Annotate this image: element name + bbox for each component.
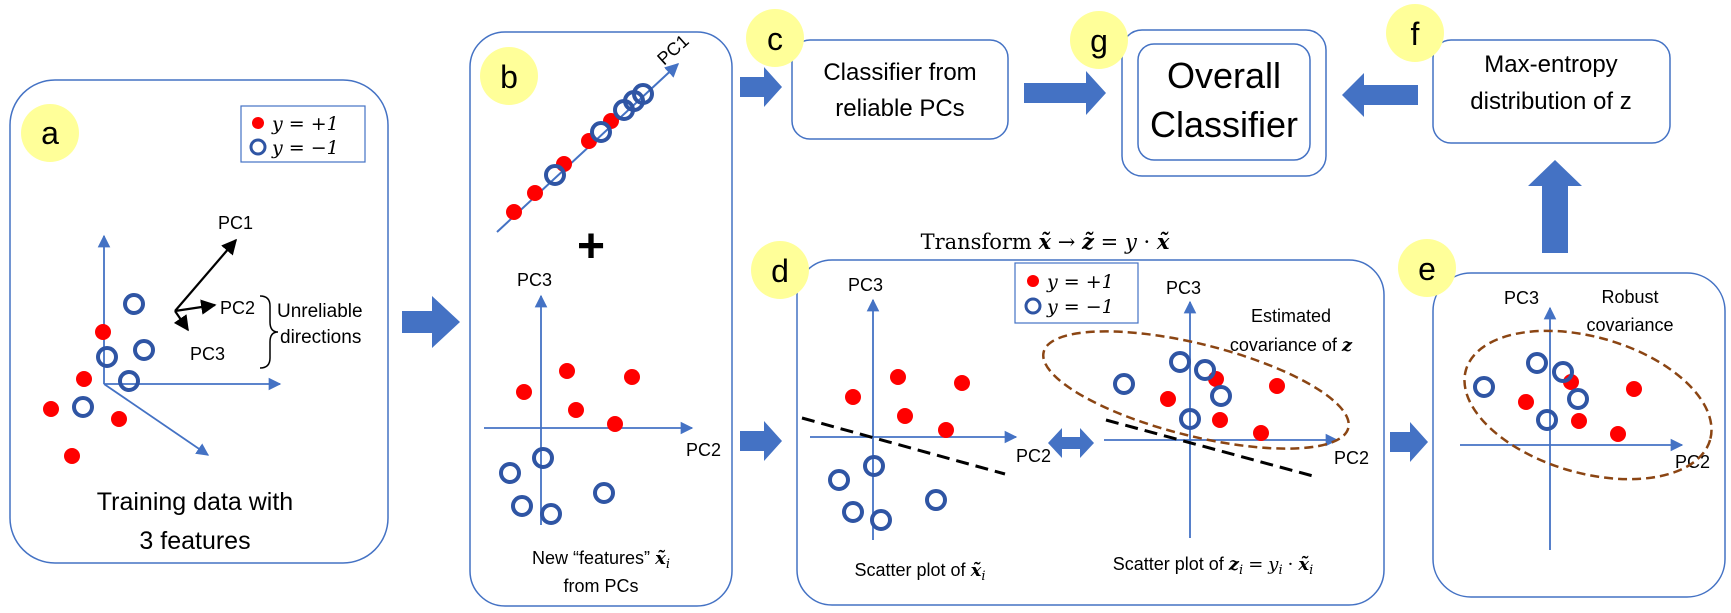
panel-b-pc2-label: PC2: [686, 440, 721, 460]
panel-g-badge-label: g: [1090, 23, 1108, 59]
arrow-b-to-d: [740, 421, 782, 461]
panel-d-right-separator: [1105, 418, 1314, 478]
panel-b-badge-label: b: [500, 59, 518, 95]
pc2-label: PC2: [220, 298, 255, 318]
panel-b-caption-2: from PCs: [563, 576, 638, 596]
panel-a-box: [9, 79, 389, 564]
panel-a-badge-label: a: [41, 115, 59, 151]
legend-pos-label: y = +1: [271, 113, 339, 135]
arrow-f-to-g: [1342, 73, 1418, 117]
robust-covariance-ellipse: [1463, 329, 1713, 481]
panel-e-pc3-label: PC3: [1504, 288, 1539, 308]
panel-f-line-2: distribution of z: [1470, 88, 1631, 115]
panel-f-badge-label: f: [1411, 16, 1420, 52]
panel-f: f Max-entropy distribution of z: [1386, 4, 1671, 144]
plus-sign: +: [577, 220, 605, 273]
panel-d-badge: [751, 241, 809, 299]
panel-f-box: [1432, 39, 1671, 144]
estimated-covariance-ellipse: [1042, 330, 1350, 450]
panel-a-axes: [97, 234, 282, 456]
panel-d-left-separator: [801, 416, 1006, 476]
panel-g: g Overall Classifier: [1070, 11, 1327, 177]
panel-a-legend: [240, 105, 366, 163]
panel-d-box: [796, 259, 1385, 606]
robust-label-1: Robust: [1601, 287, 1658, 307]
arrow-a-to-b: [402, 296, 460, 348]
panel-d-left-pc3-label: PC3: [848, 275, 883, 295]
panel-d-right-pc2-label: PC2: [1334, 448, 1369, 468]
pc1-label: PC1: [218, 213, 253, 233]
robust-label-2: covariance: [1586, 315, 1673, 335]
panel-g-badge: [1070, 11, 1128, 69]
panel-b-scatter-points: [499, 363, 640, 525]
panel-a-caption-1: Training data with: [97, 488, 293, 516]
unreliable-label-2: directions: [280, 327, 361, 348]
panel-c: c Classifier from reliable PCs: [746, 9, 1009, 140]
panel-b-caption-1: New “features” x̃i: [532, 548, 670, 572]
panel-c-line-1: Classifier from: [823, 59, 976, 86]
panel-d-legend: [1014, 262, 1139, 324]
panel-e-badge-label: e: [1418, 251, 1436, 287]
estimated-label-1: Estimated: [1251, 306, 1331, 326]
panel-b-pc1-points: [506, 83, 654, 220]
arrow-c-to-g: [1024, 71, 1106, 115]
legend-neg-label: y = −1: [271, 137, 339, 159]
panel-c-badge: [746, 9, 804, 67]
panel-a: a y = +1 y = −1 PC1 PC2 PC3 Unreliable d…: [9, 79, 389, 564]
panel-g-outer-box: [1121, 29, 1327, 177]
arrow-e-to-f: [1528, 160, 1582, 253]
panel-e-points: [1473, 352, 1642, 442]
panel-a-points: [43, 293, 155, 464]
panel-d-legend-red-dot: [1027, 275, 1039, 287]
panel-b-badge: [480, 47, 538, 105]
panel-d-legend-pos-label: y = +1: [1046, 271, 1114, 293]
panel-d-left-points: [828, 369, 970, 531]
panel-d-legend-neg-label: y = −1: [1046, 296, 1114, 318]
panel-b-pc1-label: PC1: [653, 31, 692, 69]
panel-f-badge: [1386, 4, 1444, 62]
panel-d-left-caption: Scatter plot of x̃i: [855, 560, 986, 584]
transform-label: Transform x̃ → z̃ = y · x̃: [921, 229, 1170, 254]
panel-d: d y = +1 y = −1 PC3 PC2 Scatter plot of …: [751, 241, 1385, 606]
panel-d-legend-blue-ring: [1024, 297, 1042, 315]
panel-d-left-pc2-label: PC2: [1016, 446, 1051, 466]
panel-c-badge-label: c: [767, 21, 783, 57]
panel-e: e PC3 PC2 Robust covariance: [1398, 239, 1726, 598]
arrow-b-to-c: [740, 67, 782, 107]
panel-b-box: [469, 31, 733, 607]
pc-vectors: [173, 238, 238, 332]
panel-g-inner-box: [1137, 43, 1311, 161]
panel-c-line-2: reliable PCs: [835, 95, 964, 122]
panel-a-caption-2: 3 features: [139, 527, 250, 555]
panel-b: b PC1 + PC3 PC2: [469, 31, 733, 607]
panel-d-right-points: [1113, 351, 1285, 441]
panel-d-right-caption: Scatter plot of zi = yi · x̃i: [1113, 554, 1314, 578]
panel-d-right-pc3-label: PC3: [1166, 278, 1201, 298]
unreliable-label-1: Unreliable: [277, 301, 363, 322]
panel-e-box: [1432, 272, 1726, 598]
estimated-label-2: covariance of z: [1230, 335, 1353, 356]
arrow-d-to-e: [1390, 422, 1428, 462]
panel-e-badge: [1398, 239, 1456, 297]
panel-d-badge-label: d: [771, 253, 789, 289]
panel-g-line-2: Classifier: [1150, 104, 1298, 145]
legend-red-dot: [252, 117, 264, 129]
panel-g-line-1: Overall: [1167, 55, 1281, 96]
pc3-label: PC3: [190, 344, 225, 364]
panel-c-box: [791, 39, 1009, 140]
double-arrow: [1048, 428, 1094, 458]
panel-b-pc3-label: PC3: [517, 270, 552, 290]
panel-a-badge: [21, 104, 79, 162]
brace: [259, 295, 279, 369]
panel-f-line-1: Max-entropy: [1484, 51, 1617, 78]
legend-blue-ring: [249, 138, 267, 156]
